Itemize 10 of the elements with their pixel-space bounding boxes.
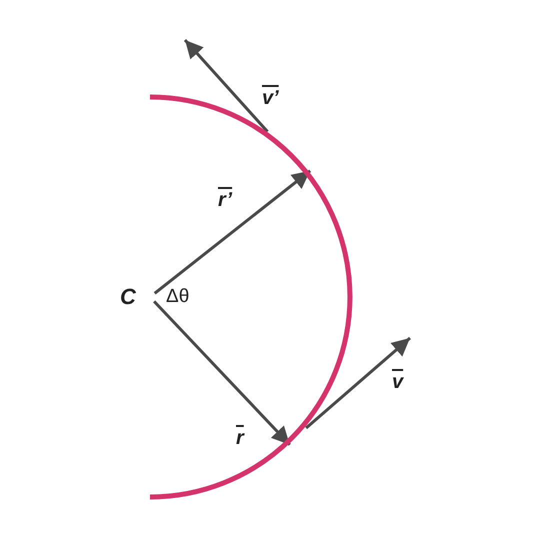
vector-arrow: [184, 39, 269, 133]
vector-arrow: [305, 336, 411, 430]
vector-label: r: [236, 428, 244, 448]
vector-label: v: [392, 372, 404, 392]
vector-arrow: [153, 300, 291, 446]
vector-label: v’: [262, 88, 279, 108]
center-label: C: [120, 286, 136, 308]
angle-label: Δθ: [166, 287, 190, 306]
vector-label: r’: [218, 190, 232, 210]
vector-arrow: [154, 170, 312, 294]
